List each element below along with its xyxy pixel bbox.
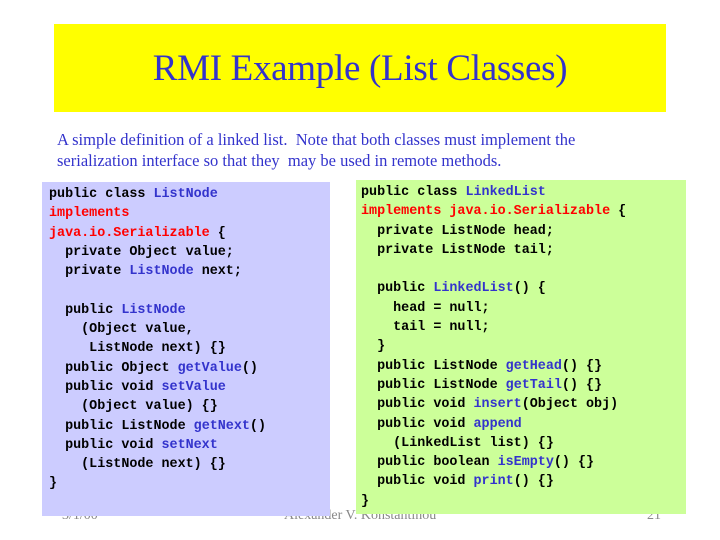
- code-token: () {}: [513, 474, 554, 490]
- code-token: public void: [49, 379, 162, 395]
- code-token: (LinkedList list) {}: [361, 435, 554, 451]
- code-token: {: [209, 225, 226, 241]
- code-token: (Object obj): [521, 397, 619, 413]
- code-identifier: insert: [473, 397, 522, 413]
- code-line: public Object getValue(): [49, 359, 330, 378]
- code-identifier: getTail: [505, 377, 562, 393]
- code-line: tail = null;: [361, 318, 686, 337]
- code-line: public void print() {}: [361, 472, 686, 491]
- code-identifier: ListNode: [153, 187, 218, 202]
- code-line: implements java.io.Serializable {: [361, 202, 686, 221]
- code-token: (): [249, 418, 266, 434]
- code-token: (Object value,: [49, 322, 194, 338]
- description-line: serialization interface so that they may…: [57, 151, 502, 170]
- code-identifier: getHead: [505, 358, 562, 374]
- code-token: public ListNode: [361, 377, 506, 393]
- code-line: private ListNode tail;: [361, 241, 686, 260]
- code-token: public class: [361, 185, 466, 200]
- code-identifier: setValue: [161, 379, 226, 395]
- code-interface-token: java.io.Serializable: [49, 225, 210, 241]
- code-token: public: [49, 302, 122, 318]
- code-token: public: [361, 281, 434, 297]
- code-token: tail = null;: [361, 320, 490, 336]
- code-line: }: [49, 474, 330, 493]
- code-token: () {}: [561, 377, 603, 393]
- code-token: public class: [49, 187, 154, 202]
- code-line: (Object value,: [49, 320, 330, 339]
- code-token: public void: [361, 397, 474, 413]
- code-token: (): [241, 360, 258, 376]
- code-line: (LinkedList list) {}: [361, 434, 686, 453]
- code-token: () {: [513, 281, 546, 297]
- code-line: public LinkedList() {: [361, 279, 686, 298]
- code-token: next;: [193, 264, 242, 280]
- code-line: public class LinkedList: [361, 183, 686, 202]
- code-line: private Object value;: [49, 243, 330, 262]
- code-line: [49, 281, 330, 300]
- code-token: head = null;: [361, 300, 490, 316]
- description-line: A simple definition of a linked list. No…: [57, 130, 576, 149]
- listnode-code-block: public class ListNode implements java.io.S…: [42, 182, 330, 516]
- code-token: {: [610, 204, 627, 220]
- code-token: () {}: [553, 455, 595, 471]
- code-identifier: isEmpty: [497, 455, 554, 471]
- code-identifier: getValue: [177, 360, 242, 376]
- code-line: public void setValue: [49, 378, 330, 397]
- code-token: private ListNode head;: [361, 223, 554, 239]
- slide-description: A simple definition of a linked list. No…: [57, 129, 677, 171]
- code-line: java.io.Serializable {: [49, 224, 330, 243]
- code-line: public boolean isEmpty() {}: [361, 453, 686, 472]
- slide-title: RMI Example (List Classes): [152, 47, 568, 89]
- code-line: public class ListNode: [49, 185, 330, 204]
- code-interface-token: implements: [49, 206, 130, 222]
- code-token: private Object value;: [49, 244, 234, 260]
- code-token: public Object: [49, 360, 178, 376]
- code-token: public void: [361, 474, 474, 490]
- code-identifier: print: [473, 474, 514, 490]
- code-identifier: setNext: [161, 437, 218, 453]
- code-line: private ListNode next;: [49, 262, 330, 281]
- code-token: () {}: [561, 358, 603, 374]
- title-banner: RMI Example (List Classes): [54, 24, 666, 112]
- code-line: }: [361, 492, 686, 511]
- code-identifier: LinkedList: [433, 281, 514, 297]
- code-token: }: [361, 339, 386, 355]
- code-line: private ListNode head;: [361, 222, 686, 241]
- code-token: }: [361, 493, 370, 509]
- code-line: (Object value) {}: [49, 397, 330, 416]
- code-line: public ListNode getNext(): [49, 417, 330, 436]
- code-token: }: [49, 476, 58, 492]
- code-token: public ListNode: [361, 358, 506, 374]
- code-token: (ListNode next) {}: [49, 457, 226, 473]
- code-line: ListNode next) {}: [49, 339, 330, 358]
- code-token: private: [49, 264, 130, 280]
- code-token: (Object value) {}: [49, 399, 218, 415]
- code-identifier: getNext: [193, 418, 250, 434]
- code-line: head = null;: [361, 299, 686, 318]
- code-line: public void append: [361, 415, 686, 434]
- code-identifier: ListNode: [129, 264, 194, 280]
- code-identifier: ListNode: [121, 302, 186, 318]
- code-token: public void: [361, 416, 474, 432]
- code-line: [361, 260, 686, 279]
- code-identifier: append: [473, 416, 522, 432]
- code-token: private ListNode tail;: [361, 242, 554, 258]
- code-line: implements: [49, 204, 330, 223]
- code-line: public void insert(Object obj): [361, 395, 686, 414]
- code-token: public void: [49, 437, 162, 453]
- code-line: public void setNext: [49, 436, 330, 455]
- code-line: public ListNode getHead() {}: [361, 357, 686, 376]
- code-identifier: LinkedList: [465, 185, 546, 200]
- code-line: }: [361, 337, 686, 356]
- code-interface-token: implements java.io.Serializable: [361, 204, 611, 220]
- code-token: ListNode next) {}: [49, 341, 226, 357]
- code-token: public ListNode: [49, 418, 194, 434]
- code-line: public ListNode getTail() {}: [361, 376, 686, 395]
- code-token: public boolean: [361, 455, 498, 471]
- code-line: public ListNode: [49, 301, 330, 320]
- code-line: (ListNode next) {}: [49, 455, 330, 474]
